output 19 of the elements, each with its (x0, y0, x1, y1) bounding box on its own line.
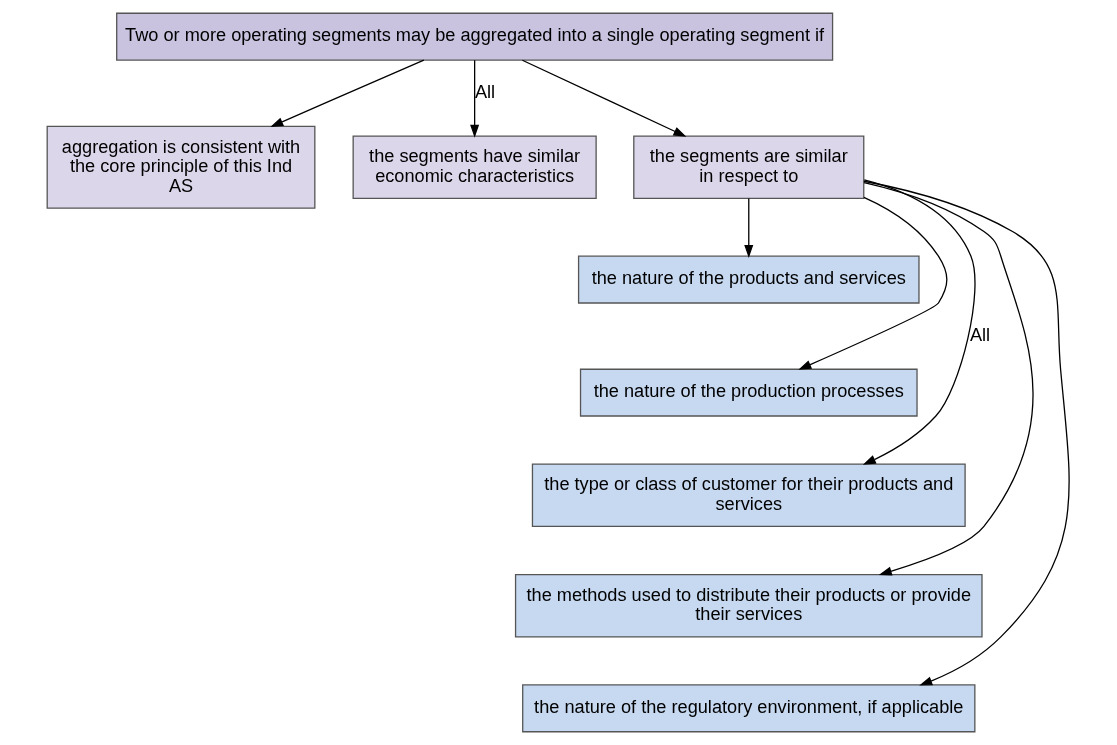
arrow (470, 59, 480, 138)
node-box: aggregation is consistent with the core principle of this Ind AS (46, 125, 316, 209)
arrow (862, 179, 976, 465)
node-box: the nature of the products and services (577, 255, 920, 304)
arrow (270, 59, 425, 127)
arrow (863, 180, 1070, 686)
arrow (744, 197, 754, 258)
node-box: the nature of the production processes (579, 368, 918, 417)
arrow (798, 196, 948, 370)
arrow (863, 181, 1034, 576)
edge-label: All (969, 324, 991, 345)
arrow (521, 59, 687, 137)
node-box: the segments have similar economic characteristics (352, 135, 597, 200)
node-box: the nature of the regulatory environment, if applicable (522, 684, 976, 733)
node-box: Two or more operating segments may be aggregated into a single operating segment if (116, 12, 834, 61)
node-box: the methods used to distribute their products or provide their services (514, 573, 983, 638)
node-box: the segments are similar in respect to (633, 135, 865, 200)
node-box: the type or class of customer for their products and services (531, 463, 966, 528)
edge-label: All (474, 81, 496, 102)
